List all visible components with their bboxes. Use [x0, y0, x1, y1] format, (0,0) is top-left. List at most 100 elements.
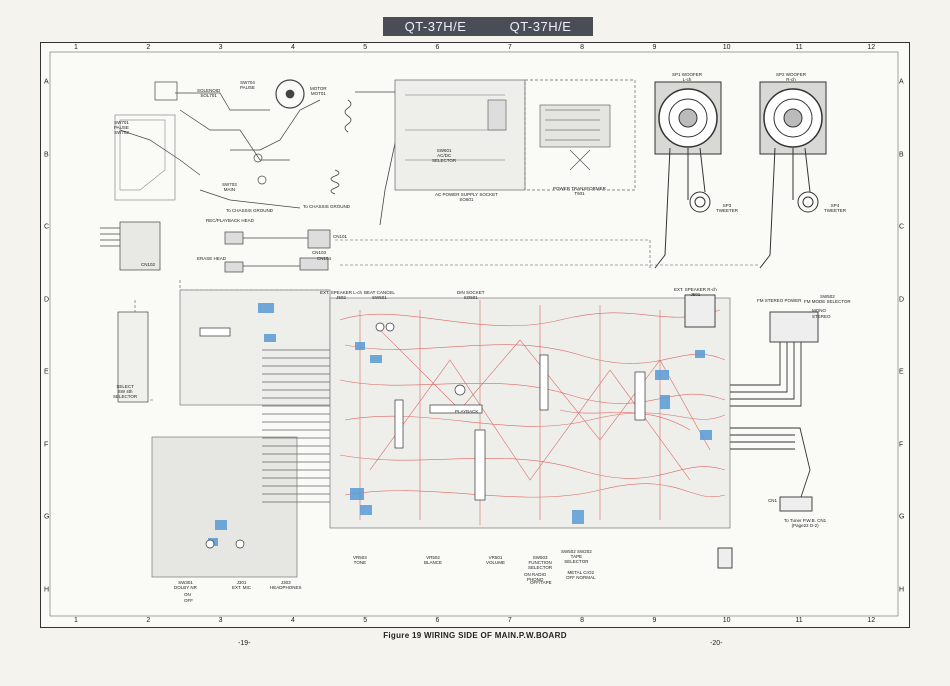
label-chassis-ground-2: To CHASSIS GROUND [303, 204, 351, 209]
label-tape-modes: METAL CrO2 OFF NORMAL [566, 570, 596, 580]
left-harness [100, 221, 331, 403]
column-marker: 1 [74, 617, 78, 624]
label-cn102: CN102 [141, 262, 156, 267]
label-cn104: CN104 [317, 256, 332, 261]
label-sp1: SP1 WOOFER L-ch [672, 72, 703, 82]
main-pcb [151, 289, 731, 578]
label-rec-head: REC/PLAYBACK HEAD [206, 218, 254, 223]
right-connections [684, 294, 819, 569]
label-fm-stereo-power: FM STEREO POWER [757, 298, 802, 303]
column-marker: 3 [218, 44, 223, 51]
label-j301: J301 EXT. MIC [232, 580, 252, 590]
column-marker: 6 [435, 617, 440, 624]
label-sw301-off: OFF [184, 598, 193, 603]
blue-components [208, 303, 712, 546]
label-din-socket: DIN SOCKET SO501 [457, 290, 485, 300]
model-title-left: QT-37H/E [404, 19, 467, 34]
row-marker: E [44, 368, 49, 376]
label-cn101: CN101 [333, 234, 348, 239]
column-marker: 6 [435, 44, 440, 51]
row-marker: D [899, 296, 905, 303]
label-sw503: SW503 FUNCTION SELECTOR [528, 555, 553, 570]
row-marker: G [44, 513, 50, 521]
row-marker: G [899, 513, 905, 521]
row-marker: E [899, 368, 904, 376]
label-playback: PLAYBACK [455, 409, 479, 414]
column-marker: 9 [652, 44, 657, 51]
label-beat-cancel: BEAT CANCEL SW501 [364, 290, 395, 300]
row-marker: A [899, 78, 904, 86]
model-title-right: QT-37H/E [509, 19, 572, 34]
label-ext-speaker-left: EXT. SPEAKER L-ch J502 [320, 290, 363, 300]
label-to-tuner: To Tuner P.W.B. CN1 (Page22 D-2) [784, 518, 827, 528]
column-marker: 2 [146, 44, 151, 51]
column-marker: 12 [867, 44, 876, 51]
column-marker: 11 [795, 617, 803, 624]
label-sw503-off: OFF/TAPE [530, 580, 552, 585]
label-sw301: SW301 DOLBY NR [174, 580, 197, 590]
row-marker: F [899, 441, 904, 448]
label-sw301-on: ON [184, 592, 191, 597]
row-ruler-right: A B C D E F G H [897, 42, 907, 626]
column-marker: 5 [363, 44, 368, 51]
label-fm-stereo: STEREO [812, 314, 831, 319]
label-sw601: SW601 AC/DC SELECTOR [432, 148, 457, 163]
label-ext-speaker-right: EXT. SPEAKER R-ch J501 [674, 287, 717, 297]
column-marker: 8 [580, 44, 585, 51]
power-supply-board [394, 79, 636, 191]
label-motor: MOTOR MOT01 [310, 86, 327, 96]
column-marker: 1 [74, 44, 78, 51]
column-marker: 12 [867, 617, 876, 624]
row-marker: F [44, 441, 49, 448]
cassette-mechanism [114, 79, 321, 209]
label-transformer: POWER TRANSFORMER T601 [553, 186, 606, 196]
row-marker: A [44, 78, 49, 86]
label-ac-socket: AC POWER SUPPLY SOCKET SO601 [435, 192, 498, 202]
column-marker: 4 [290, 44, 295, 51]
column-marker: 7 [507, 44, 512, 51]
label-sp4: SP4 TWEETER [824, 203, 846, 213]
column-marker: 9 [652, 617, 657, 624]
row-marker: C [44, 223, 50, 231]
label-erase-head: ERASE HEAD [197, 256, 227, 261]
label-sw703: SW703 MAIN [222, 182, 237, 192]
page-number-left: -19- [238, 640, 251, 647]
row-marker: D [44, 296, 50, 303]
label-sp2: SP2 WOOFER R-ch [776, 72, 807, 82]
column-marker: 11 [795, 44, 803, 51]
column-marker: 7 [507, 617, 512, 624]
label-vr503: VR503 TONE [353, 555, 367, 565]
label-sw704: SW704 PAUSE [240, 80, 255, 90]
woofer-right [759, 81, 827, 213]
page-number-right: -20- [710, 640, 723, 647]
row-marker: B [44, 151, 49, 158]
column-marker: 4 [290, 617, 295, 624]
woofer-left [654, 81, 722, 213]
column-marker: 5 [363, 617, 368, 624]
label-solenoid: SOLENOID SOL701 [197, 88, 221, 98]
row-marker: B [899, 151, 904, 158]
label-chassis-ground-1: To CHASSIS GROUND [226, 208, 274, 213]
column-marker: 2 [146, 617, 151, 624]
label-fm-mode-selector: SW502 FM MODE SELECTOR [804, 294, 851, 304]
label-vr502: VR502 BLANCE [424, 555, 443, 565]
speaker-cables [654, 147, 776, 269]
label-cn103: CN103 [312, 250, 327, 255]
ic-chips [199, 322, 646, 549]
label-sw503-on: ON RADIO PHONO [524, 572, 547, 582]
label-selector: SELECT SW 4th SELECTOR [113, 384, 138, 399]
label-vr501: VR501 VOLUME [486, 555, 506, 565]
column-marker: 10 [722, 617, 731, 624]
column-marker: 10 [722, 44, 731, 51]
row-marker: C [899, 223, 905, 231]
column-marker: 8 [580, 617, 585, 624]
label-fm-mono: MONO [812, 308, 826, 313]
label-j303: J303 HEADPHONES [270, 580, 302, 590]
row-marker: H [899, 586, 905, 593]
label-cn1: CN1 [768, 498, 778, 503]
model-header-bar: QT-37H/E QT-37H/E [383, 17, 593, 36]
